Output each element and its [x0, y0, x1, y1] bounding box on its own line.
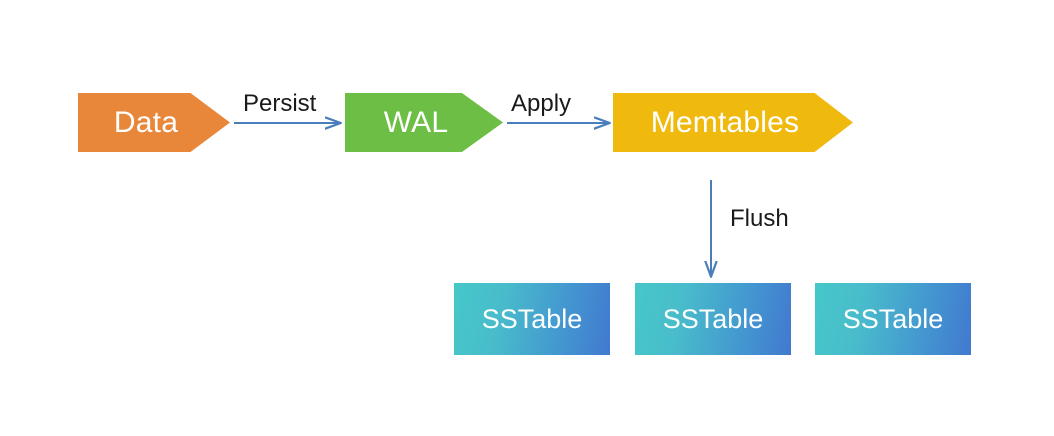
- node-data-label: Data: [113, 105, 179, 139]
- edge-label-persist: Persist: [243, 90, 317, 117]
- node-sstable-3-label: SSTable: [842, 303, 944, 334]
- node-sstable-3[interactable]: SSTable: [815, 283, 971, 355]
- node-wal-label: WAL: [383, 105, 449, 139]
- node-wal[interactable]: WAL: [345, 93, 503, 152]
- node-memtables[interactable]: Memtables: [613, 93, 853, 152]
- node-sstable-2[interactable]: SSTable: [635, 283, 791, 355]
- edge-label-flush: Flush: [730, 205, 789, 232]
- node-sstable-1-label: SSTable: [481, 303, 583, 334]
- node-memtables-label: Memtables: [650, 105, 800, 139]
- node-sstable-1[interactable]: SSTable: [454, 283, 610, 355]
- node-data[interactable]: Data: [78, 93, 230, 152]
- edge-label-apply: Apply: [511, 90, 572, 117]
- node-sstable-2-label: SSTable: [662, 303, 764, 334]
